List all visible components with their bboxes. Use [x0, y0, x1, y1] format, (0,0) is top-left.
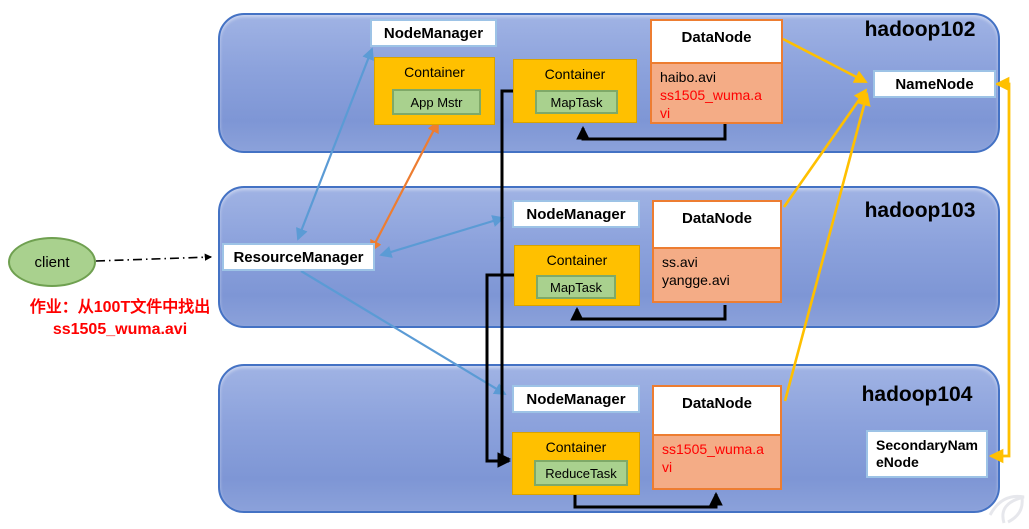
maptask-102-box: MapTask — [535, 90, 618, 114]
arrow-datanode103-to-maptask103 — [570, 305, 727, 321]
container-maptask-102-box: Container MapTask — [513, 59, 637, 123]
container-reducetask-box: Container ReduceTask — [512, 432, 640, 495]
maptask-102-label: MapTask — [550, 94, 603, 110]
container-maptask-102-label: Container — [544, 66, 606, 82]
arrow-resourcemanager-to-nodemanager104 — [300, 270, 507, 395]
appmstr-box: App Mstr — [392, 89, 481, 115]
reducetask-box: ReduceTask — [534, 460, 628, 486]
appmstr-label: App Mstr — [410, 94, 463, 110]
arrow-namenode-secondarynamenode — [988, 76, 1011, 464]
maptask-103-box: MapTask — [536, 275, 616, 299]
datanode-103-files: ss.avi yangge.avi — [654, 247, 780, 301]
datanode-102-box: DataNode haibo.avi ss1505_wuma.avi — [650, 19, 783, 124]
arrow-resourcemanager-nodemanager103 — [379, 215, 505, 258]
job-note-line1: 作业：从100T文件中找出 — [29, 299, 211, 316]
namenode-box: NameNode — [873, 70, 996, 98]
nodemanager-104-label: NodeManager — [526, 390, 626, 408]
arrow-client-to-resourcemanager — [95, 253, 213, 262]
job-note: 作业：从100T文件中找出 ss1505_wuma.avi — [0, 297, 240, 340]
container-maptask-103-box: Container MapTask — [514, 245, 640, 306]
arrow-reducetask-to-datanode104 — [573, 491, 723, 509]
reducetask-label: ReduceTask — [545, 465, 617, 481]
datanode-102-files: haibo.avi ss1505_wuma.avi — [652, 62, 781, 122]
nodemanager-102-box: NodeManager — [370, 19, 497, 47]
secondarynamenode-box: SecondaryNameNode — [866, 430, 988, 478]
watermark — [988, 494, 1025, 524]
arrow-nodemanager102-resourcemanager — [296, 47, 374, 241]
datanode-104-box: DataNode ss1505_wuma.avi — [652, 385, 782, 490]
client-label: client — [34, 253, 70, 271]
nodemanager-103-label: NodeManager — [526, 205, 626, 223]
container-maptask-103-label: Container — [546, 252, 608, 268]
file-item: ss1505_wuma.avi — [660, 87, 762, 122]
resourcemanager-label: ResourceManager — [233, 248, 364, 266]
arrow-datanode102-to-namenode — [782, 37, 868, 84]
maptask-103-label: MapTask — [549, 279, 603, 295]
job-note-line2: ss1505_wuma.avi — [52, 320, 188, 338]
file-item: haibo.avi — [660, 69, 717, 85]
datanode-103-label: DataNode — [681, 210, 752, 227]
panel-title-hadoop103: hadoop103 — [864, 199, 976, 222]
datanode-103-box: DataNode ss.avi yangge.avi — [652, 200, 782, 303]
file-item: ss1505_wuma.avi — [662, 441, 764, 476]
arrow-maptask103-to-reducetask — [485, 273, 515, 468]
file-item: ss.avi — [662, 254, 698, 270]
namenode-label: NameNode — [895, 75, 974, 93]
arrow-datanode103-to-namenode — [782, 88, 868, 208]
datanode-104-files: ss1505_wuma.avi — [654, 434, 780, 488]
container-appmstr-box: Container App Mstr — [374, 57, 495, 125]
arrow-appmstr-resourcemanager — [370, 120, 439, 253]
arrow-datanode102-to-maptask102 — [576, 124, 727, 141]
panel-title-hadoop104: hadoop104 — [861, 383, 973, 406]
nodemanager-103-box: NodeManager — [512, 200, 640, 228]
file-item: yangge.avi — [662, 272, 730, 289]
nodemanager-104-box: NodeManager — [512, 385, 640, 413]
datanode-104-label: DataNode — [681, 395, 752, 412]
client-node: client — [8, 237, 96, 287]
secondarynamenode-label: SecondaryNameNode — [876, 436, 978, 471]
container-appmstr-label: Container — [404, 64, 465, 80]
nodemanager-102-label: NodeManager — [383, 24, 484, 42]
arrow-datanode104-to-namenode — [783, 92, 871, 402]
panel-title-hadoop102: hadoop102 — [864, 18, 976, 41]
resourcemanager-box: ResourceManager — [222, 243, 375, 271]
datanode-102-label: DataNode — [681, 29, 752, 46]
container-reducetask-label: Container — [545, 439, 607, 455]
